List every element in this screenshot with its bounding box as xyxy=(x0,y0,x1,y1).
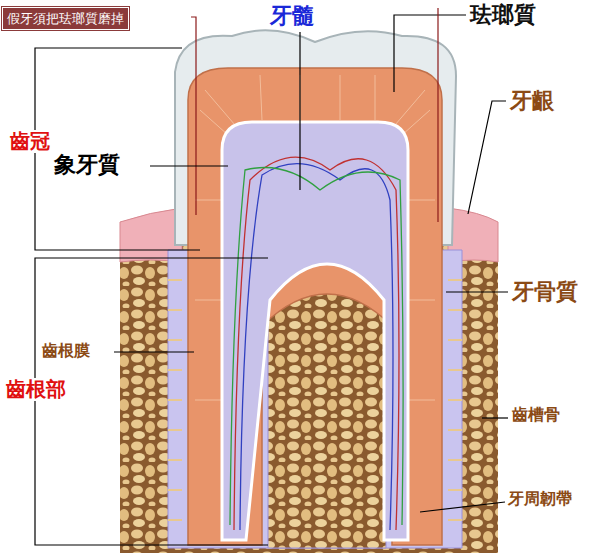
dentin-label: 象牙質 xyxy=(52,152,122,177)
note-text: 假牙須把珐瑯質磨掉 xyxy=(7,11,124,26)
note-box: 假牙須把珐瑯質磨掉 xyxy=(2,7,129,30)
alveolar-bone-label: 齒槽骨 xyxy=(510,406,562,424)
gum-label: 牙齦 xyxy=(508,88,556,113)
pulp-label: 牙髓 xyxy=(268,3,316,28)
root-label: 齒根部 xyxy=(4,378,68,401)
root-membrane-label: 齒根膜 xyxy=(40,342,92,360)
enamel-label: 珐瑯質 xyxy=(468,2,538,27)
cementum-label: 牙骨質 xyxy=(510,279,580,304)
crown-label: 齒冠 xyxy=(8,130,52,153)
periodontal-ligament-label: 牙周韌帶 xyxy=(506,490,574,508)
